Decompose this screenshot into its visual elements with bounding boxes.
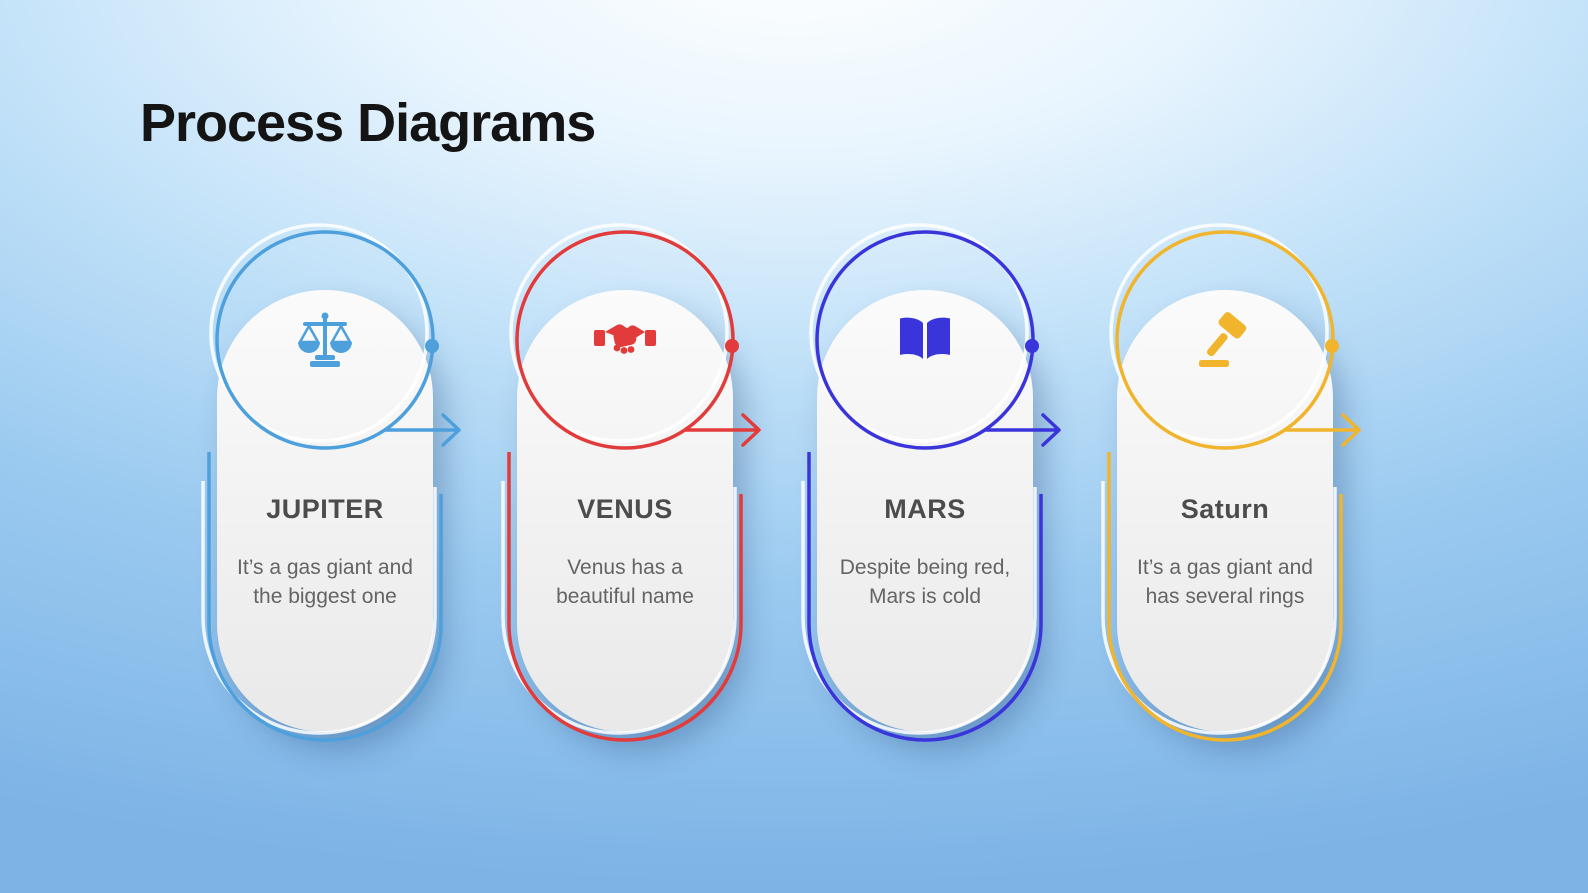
card-title: Saturn	[1180, 494, 1270, 524]
gavel-icon	[1193, 308, 1257, 372]
connector-dot	[425, 339, 439, 353]
card-title: MARS	[884, 494, 966, 524]
card-connector-decoration	[201, 223, 461, 742]
slide-title: Process Diagrams	[140, 93, 596, 153]
card-description: Despite being red, Mars is cold	[839, 556, 1011, 608]
card-title: VENUS	[577, 494, 673, 524]
connector-dot	[1025, 339, 1039, 353]
handshake-icon	[593, 308, 657, 372]
arrow-right-icon	[1283, 413, 1361, 447]
arrow-right-icon	[983, 413, 1061, 447]
card-connector-decoration	[1101, 223, 1361, 742]
card-title: JUPITER	[266, 494, 384, 524]
balance-scale-icon	[293, 308, 357, 372]
process-card-jupiter: JUPITER It’s a gas giant and the biggest…	[175, 222, 475, 872]
process-card-venus: VENUS Venus has a beautiful name	[475, 222, 775, 872]
card-connector-decoration	[501, 223, 761, 742]
card-description: Venus has a beautiful name	[556, 556, 694, 608]
card-background	[517, 290, 733, 732]
card-background	[817, 290, 1033, 732]
card-description: It’s a gas giant and has several rings	[1137, 556, 1313, 608]
process-card-saturn: Saturn It’s a gas giant and has several …	[1075, 222, 1375, 872]
arrow-right-icon	[383, 413, 461, 447]
connector-dot	[1325, 339, 1339, 353]
open-book-icon	[893, 308, 957, 372]
card-description: It’s a gas giant and the biggest one	[237, 556, 413, 608]
connector-dot	[725, 339, 739, 353]
process-card-mars: MARS Despite being red, Mars is cold	[775, 222, 1075, 872]
card-connector-decoration	[801, 223, 1061, 742]
arrow-right-icon	[683, 413, 761, 447]
